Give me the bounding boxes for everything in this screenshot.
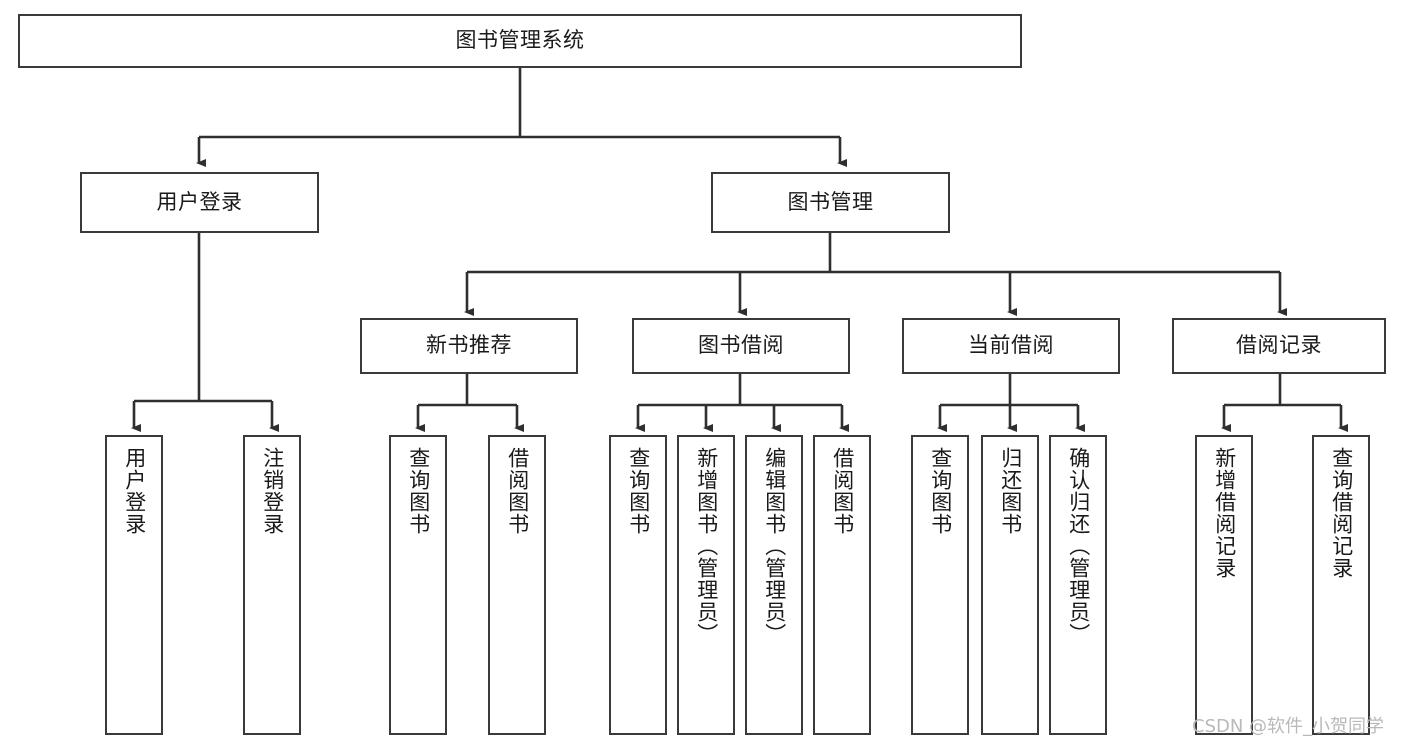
node-root-system[interactable]: 图书管理系统	[18, 14, 1022, 68]
node-label: 借阅图书	[830, 447, 855, 535]
leaf-return-book[interactable]: 归还图书	[981, 435, 1039, 735]
node-label: 借阅记录	[1236, 333, 1322, 358]
node-label: 图书借阅	[698, 333, 784, 358]
node-label: 用户登录	[156, 189, 243, 214]
node-label: 新书推荐	[426, 333, 512, 358]
node-label: 编辑图书（管理员）	[762, 447, 787, 645]
node-label: 查询借阅记录	[1329, 447, 1354, 579]
node-label: 查询图书	[928, 447, 953, 535]
leaf-query-book-current[interactable]: 查询图书	[911, 435, 969, 735]
leaf-borrow-book-recommend[interactable]: 借阅图书	[488, 435, 546, 735]
node-label: 查询图书	[626, 447, 651, 535]
node-label: 查询图书	[406, 447, 431, 535]
node-new-book-recommend[interactable]: 新书推荐	[360, 318, 578, 374]
leaf-confirm-return-admin[interactable]: 确认归还（管理员）	[1049, 435, 1107, 735]
leaf-borrow-book[interactable]: 借阅图书	[813, 435, 871, 735]
node-label: 注销登录	[260, 447, 285, 535]
leaf-query-book-recommend[interactable]: 查询图书	[389, 435, 447, 735]
node-borrow-record[interactable]: 借阅记录	[1172, 318, 1386, 374]
csdn-watermark: CSDN @软件_小贺同学	[1192, 716, 1385, 737]
node-label: 新增图书（管理员）	[694, 447, 719, 645]
node-label: 确认归还（管理员）	[1066, 447, 1091, 645]
node-label: 图书管理系统	[455, 28, 585, 53]
leaf-add-borrow-record[interactable]: 新增借阅记录	[1195, 435, 1253, 735]
node-book-management[interactable]: 图书管理	[711, 172, 950, 233]
node-user-login[interactable]: 用户登录	[80, 172, 319, 233]
leaf-query-borrow-record[interactable]: 查询借阅记录	[1312, 435, 1370, 735]
node-current-borrow[interactable]: 当前借阅	[902, 318, 1120, 374]
node-label: 图书管理	[787, 189, 874, 214]
node-label: 归还图书	[998, 447, 1023, 535]
leaf-edit-book-admin[interactable]: 编辑图书（管理员）	[745, 435, 803, 735]
node-label: 新增借阅记录	[1212, 447, 1237, 579]
leaf-logout[interactable]: 注销登录	[243, 435, 301, 735]
leaf-add-book-admin[interactable]: 新增图书（管理员）	[677, 435, 735, 735]
node-label: 借阅图书	[505, 447, 530, 535]
node-label: 用户登录	[122, 447, 147, 535]
node-book-borrow[interactable]: 图书借阅	[632, 318, 850, 374]
leaf-user-login[interactable]: 用户登录	[105, 435, 163, 735]
node-label: 当前借阅	[968, 333, 1054, 358]
leaf-query-book-borrow[interactable]: 查询图书	[609, 435, 667, 735]
